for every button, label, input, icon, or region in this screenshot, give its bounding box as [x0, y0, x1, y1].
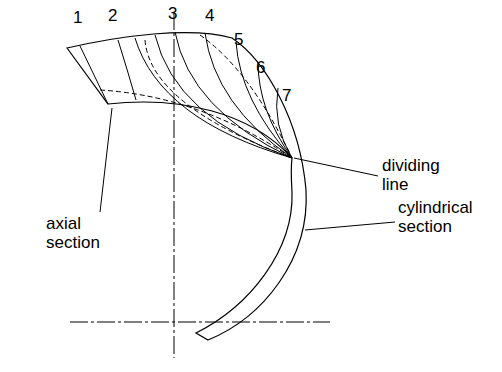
part-label: cylindrical section	[398, 198, 494, 236]
center-axis	[174, 12, 175, 358]
leader-line	[294, 158, 378, 176]
section-line	[80, 46, 108, 104]
part-label: axial section	[46, 214, 110, 252]
callout-number: 7	[282, 86, 291, 105]
section-line	[205, 33, 292, 158]
leader-line	[305, 222, 395, 230]
callout-number: 2	[108, 6, 117, 25]
horizontal-axis	[70, 322, 330, 323]
section-line	[118, 40, 136, 100]
section-line	[155, 35, 292, 158]
dashed-curve	[145, 40, 292, 158]
dashed-curve	[100, 90, 292, 158]
section-line	[175, 32, 292, 158]
callout-number: 5	[234, 30, 243, 49]
callout-number: 1	[73, 8, 82, 27]
callout-number: 6	[256, 58, 265, 77]
leader-line	[100, 108, 112, 212]
blade-outline	[67, 33, 306, 340]
part-label: dividing line	[382, 156, 454, 194]
callout-number: 3	[168, 4, 177, 23]
section-line	[236, 42, 292, 158]
dashed-curve	[200, 35, 292, 158]
callout-number: 4	[205, 6, 214, 25]
